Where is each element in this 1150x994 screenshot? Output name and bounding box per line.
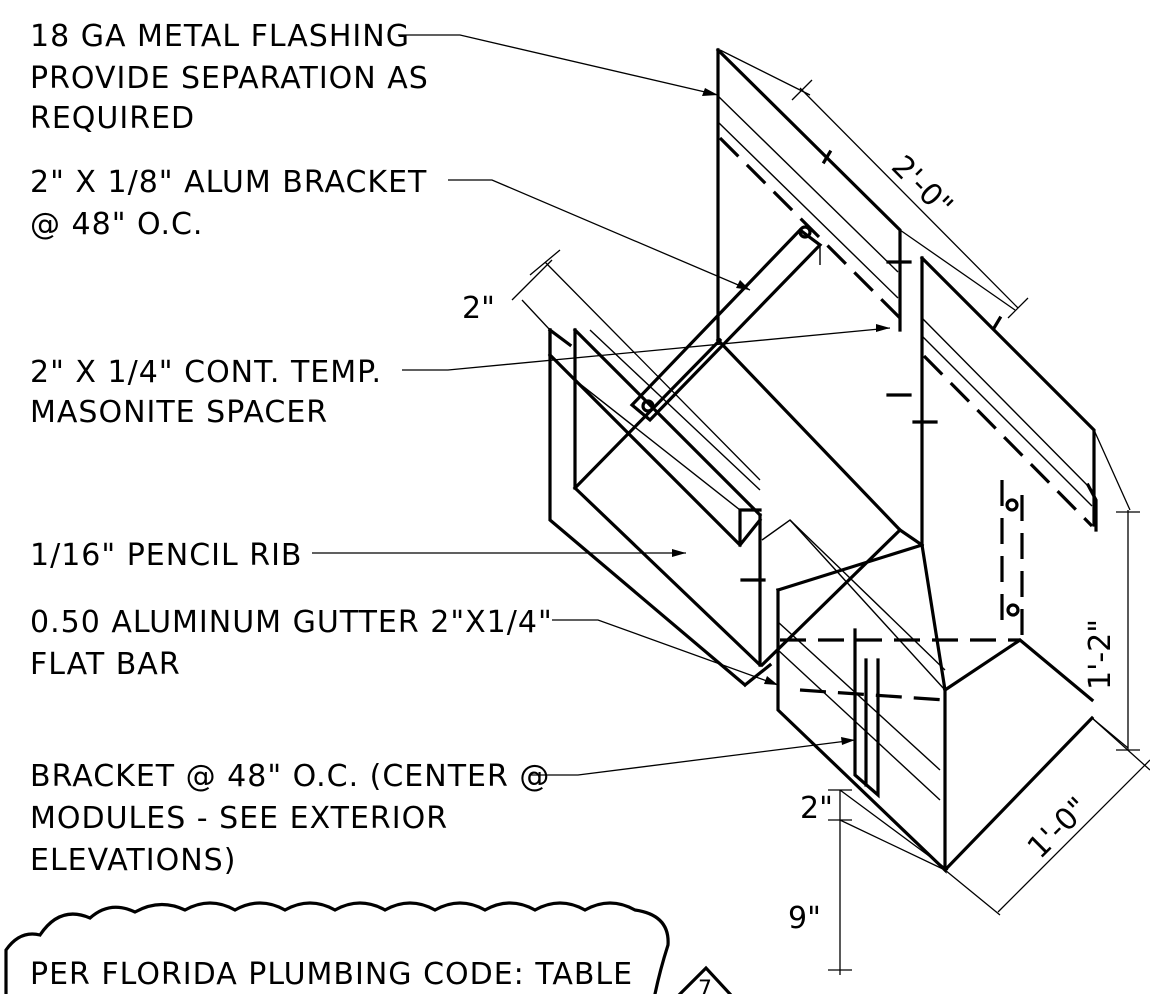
dim-height-right: 1'-2" (1083, 619, 1118, 690)
svg-text:PROVIDE SEPARATION AS: PROVIDE SEPARATION AS (30, 61, 429, 96)
svg-text:REQUIRED: REQUIRED (30, 101, 195, 136)
svg-text:0.50 ALUMINUM GUTTER 2"X1/4": 0.50 ALUMINUM GUTTER 2"X1/4" (30, 605, 553, 640)
svg-text:FLAT BAR: FLAT BAR (30, 647, 181, 682)
dim-bottom-lip: 2" (800, 791, 833, 826)
dim-bottom-height: 9" (788, 901, 821, 936)
note-bracket-oc: BRACKET @ 48" O.C. (CENTER @ MODULES - S… (30, 759, 550, 878)
revision-mark: 7 (698, 977, 712, 994)
svg-text:BRACKET @ 48" O.C. (CENTER @: BRACKET @ 48" O.C. (CENTER @ (30, 759, 550, 794)
dim-depth: 1'-0" (1021, 791, 1096, 866)
note-flashing: 18 GA METAL FLASHING PROVIDE SEPARATION … (30, 19, 429, 136)
note-pencil-rib: 1/16" PENCIL RIB (30, 538, 303, 573)
svg-text:1/16" PENCIL RIB: 1/16" PENCIL RIB (30, 538, 303, 573)
note-alum-bracket: 2" X 1/8" ALUM BRACKET @ 48" O.C. (30, 165, 427, 242)
note-gutter: 0.50 ALUMINUM GUTTER 2"X1/4" FLAT BAR (30, 605, 553, 682)
dim-top-width: 2'-0" (884, 149, 959, 224)
dim-lip: 2" (462, 291, 495, 326)
svg-text:2" X 1/8" ALUM BRACKET: 2" X 1/8" ALUM BRACKET (30, 165, 427, 200)
revision-cloud: PER FLORIDA PLUMBING CODE: TABLE 7 (4, 901, 733, 994)
leader-lines (312, 34, 891, 776)
revision-triangle-icon (677, 965, 733, 994)
svg-text:18 GA METAL FLASHING: 18 GA METAL FLASHING (30, 19, 410, 54)
revision-note-text: PER FLORIDA PLUMBING CODE: TABLE (30, 957, 633, 992)
dimension-lines (511, 49, 1150, 975)
svg-text:2" X 1/4" CONT. TEMP.: 2" X 1/4" CONT. TEMP. (30, 355, 382, 390)
svg-text:@ 48" O.C.: @ 48" O.C. (30, 207, 203, 242)
note-spacer: 2" X 1/4" CONT. TEMP. MASONITE SPACER (30, 355, 382, 430)
svg-text:MASONITE SPACER: MASONITE SPACER (30, 395, 328, 430)
svg-text:ELEVATIONS): ELEVATIONS) (30, 843, 236, 878)
svg-text:MODULES - SEE EXTERIOR: MODULES - SEE EXTERIOR (30, 801, 448, 836)
gutter-geometry (547, 47, 1098, 874)
